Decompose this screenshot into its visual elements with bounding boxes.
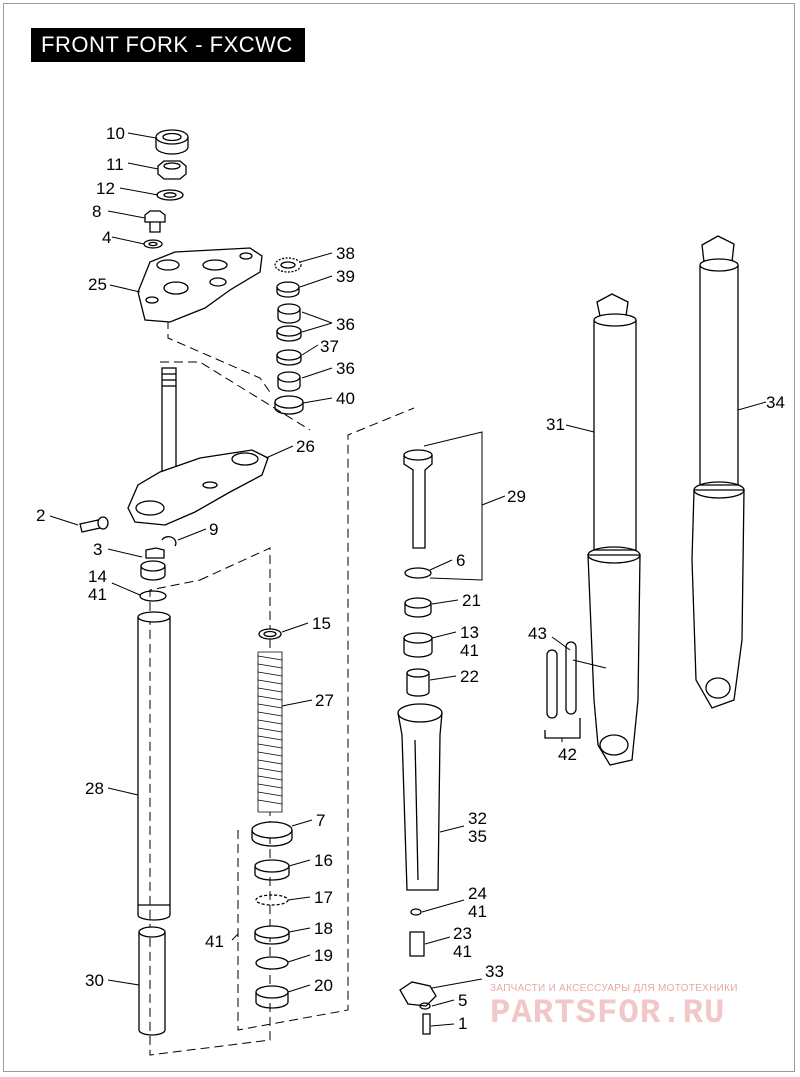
callout-25: 25 xyxy=(88,275,107,294)
callout-27: 27 xyxy=(315,691,334,710)
callout-6: 6 xyxy=(456,551,465,570)
callout-17: 17 xyxy=(314,888,333,907)
callout-22: 22 xyxy=(460,667,479,686)
callout-labels: 10 11 12 8 4 25 38 39 36 37 36 40 26 2 9… xyxy=(36,124,785,1033)
assembled-fork-left xyxy=(587,293,641,766)
callout-42: 42 xyxy=(558,745,577,764)
callout-41-spring: 41 xyxy=(205,932,224,951)
lower-bracket-stem xyxy=(127,367,269,526)
callout-41-left: 41 xyxy=(88,585,107,604)
callout-4: 4 xyxy=(102,228,111,247)
callout-36-upper: 36 xyxy=(336,315,355,334)
callout-11: 11 xyxy=(106,155,124,174)
callout-16: 16 xyxy=(314,851,333,870)
callout-36-lower: 36 xyxy=(336,359,355,378)
watermark-tagline: ЗАПЧАСТИ И АКСЕССУАРЫ ДЛЯ МОТОТЕХНИКИ xyxy=(490,983,738,994)
callout-21: 21 xyxy=(462,591,481,610)
callout-37: 37 xyxy=(320,337,339,356)
callout-8: 8 xyxy=(92,202,101,221)
spring-column xyxy=(251,628,293,1009)
callout-30: 30 xyxy=(85,971,104,990)
callout-1: 1 xyxy=(458,1014,467,1033)
callout-20: 20 xyxy=(314,976,333,995)
callout-32: 32 xyxy=(468,809,487,828)
callout-19: 19 xyxy=(314,946,333,965)
callout-2: 2 xyxy=(36,506,45,525)
callout-14: 14 xyxy=(88,567,107,586)
callout-18: 18 xyxy=(314,919,333,938)
callout-34: 34 xyxy=(766,393,785,412)
callout-5: 5 xyxy=(458,991,467,1010)
reflectors xyxy=(544,641,581,739)
callout-9: 9 xyxy=(209,520,218,539)
fork-slider xyxy=(397,703,443,1035)
damper-column xyxy=(403,449,433,697)
watermark-logo: PARTSFOR.RU xyxy=(490,995,726,1033)
upper-hardware xyxy=(143,129,189,249)
callout-33: 33 xyxy=(485,962,504,981)
callout-31: 31 xyxy=(546,415,565,434)
upper-triple-clamp xyxy=(137,247,263,323)
callout-35: 35 xyxy=(468,827,487,846)
callout-40: 40 xyxy=(336,389,355,408)
callout-43: 43 xyxy=(528,624,547,643)
callout-29: 29 xyxy=(507,487,526,506)
callout-24: 24 xyxy=(468,884,487,903)
leader-lines xyxy=(49,132,767,1027)
callout-38: 38 xyxy=(336,244,355,263)
callout-41-slider: 41 xyxy=(468,902,487,921)
callout-7: 7 xyxy=(316,811,325,830)
assembly-guides xyxy=(149,320,415,1056)
callout-23: 23 xyxy=(453,924,472,943)
callout-26: 26 xyxy=(296,437,315,456)
callout-28: 28 xyxy=(85,779,104,798)
page-title: FRONT FORK - FXCWC xyxy=(31,28,305,62)
callout-10: 10 xyxy=(106,124,125,143)
callout-13: 13 xyxy=(460,623,479,642)
callout-3: 3 xyxy=(93,540,102,559)
fork-tube-column xyxy=(137,547,171,1036)
assembled-fork-right xyxy=(691,235,745,709)
pinch-bolt-ring xyxy=(79,516,177,547)
callout-41-bolt: 41 xyxy=(453,942,472,961)
steering-bearings xyxy=(274,257,304,415)
callout-41-damper: 41 xyxy=(460,641,479,660)
callout-39: 39 xyxy=(336,267,355,286)
callout-15: 15 xyxy=(312,614,331,633)
callout-12: 12 xyxy=(96,179,115,198)
